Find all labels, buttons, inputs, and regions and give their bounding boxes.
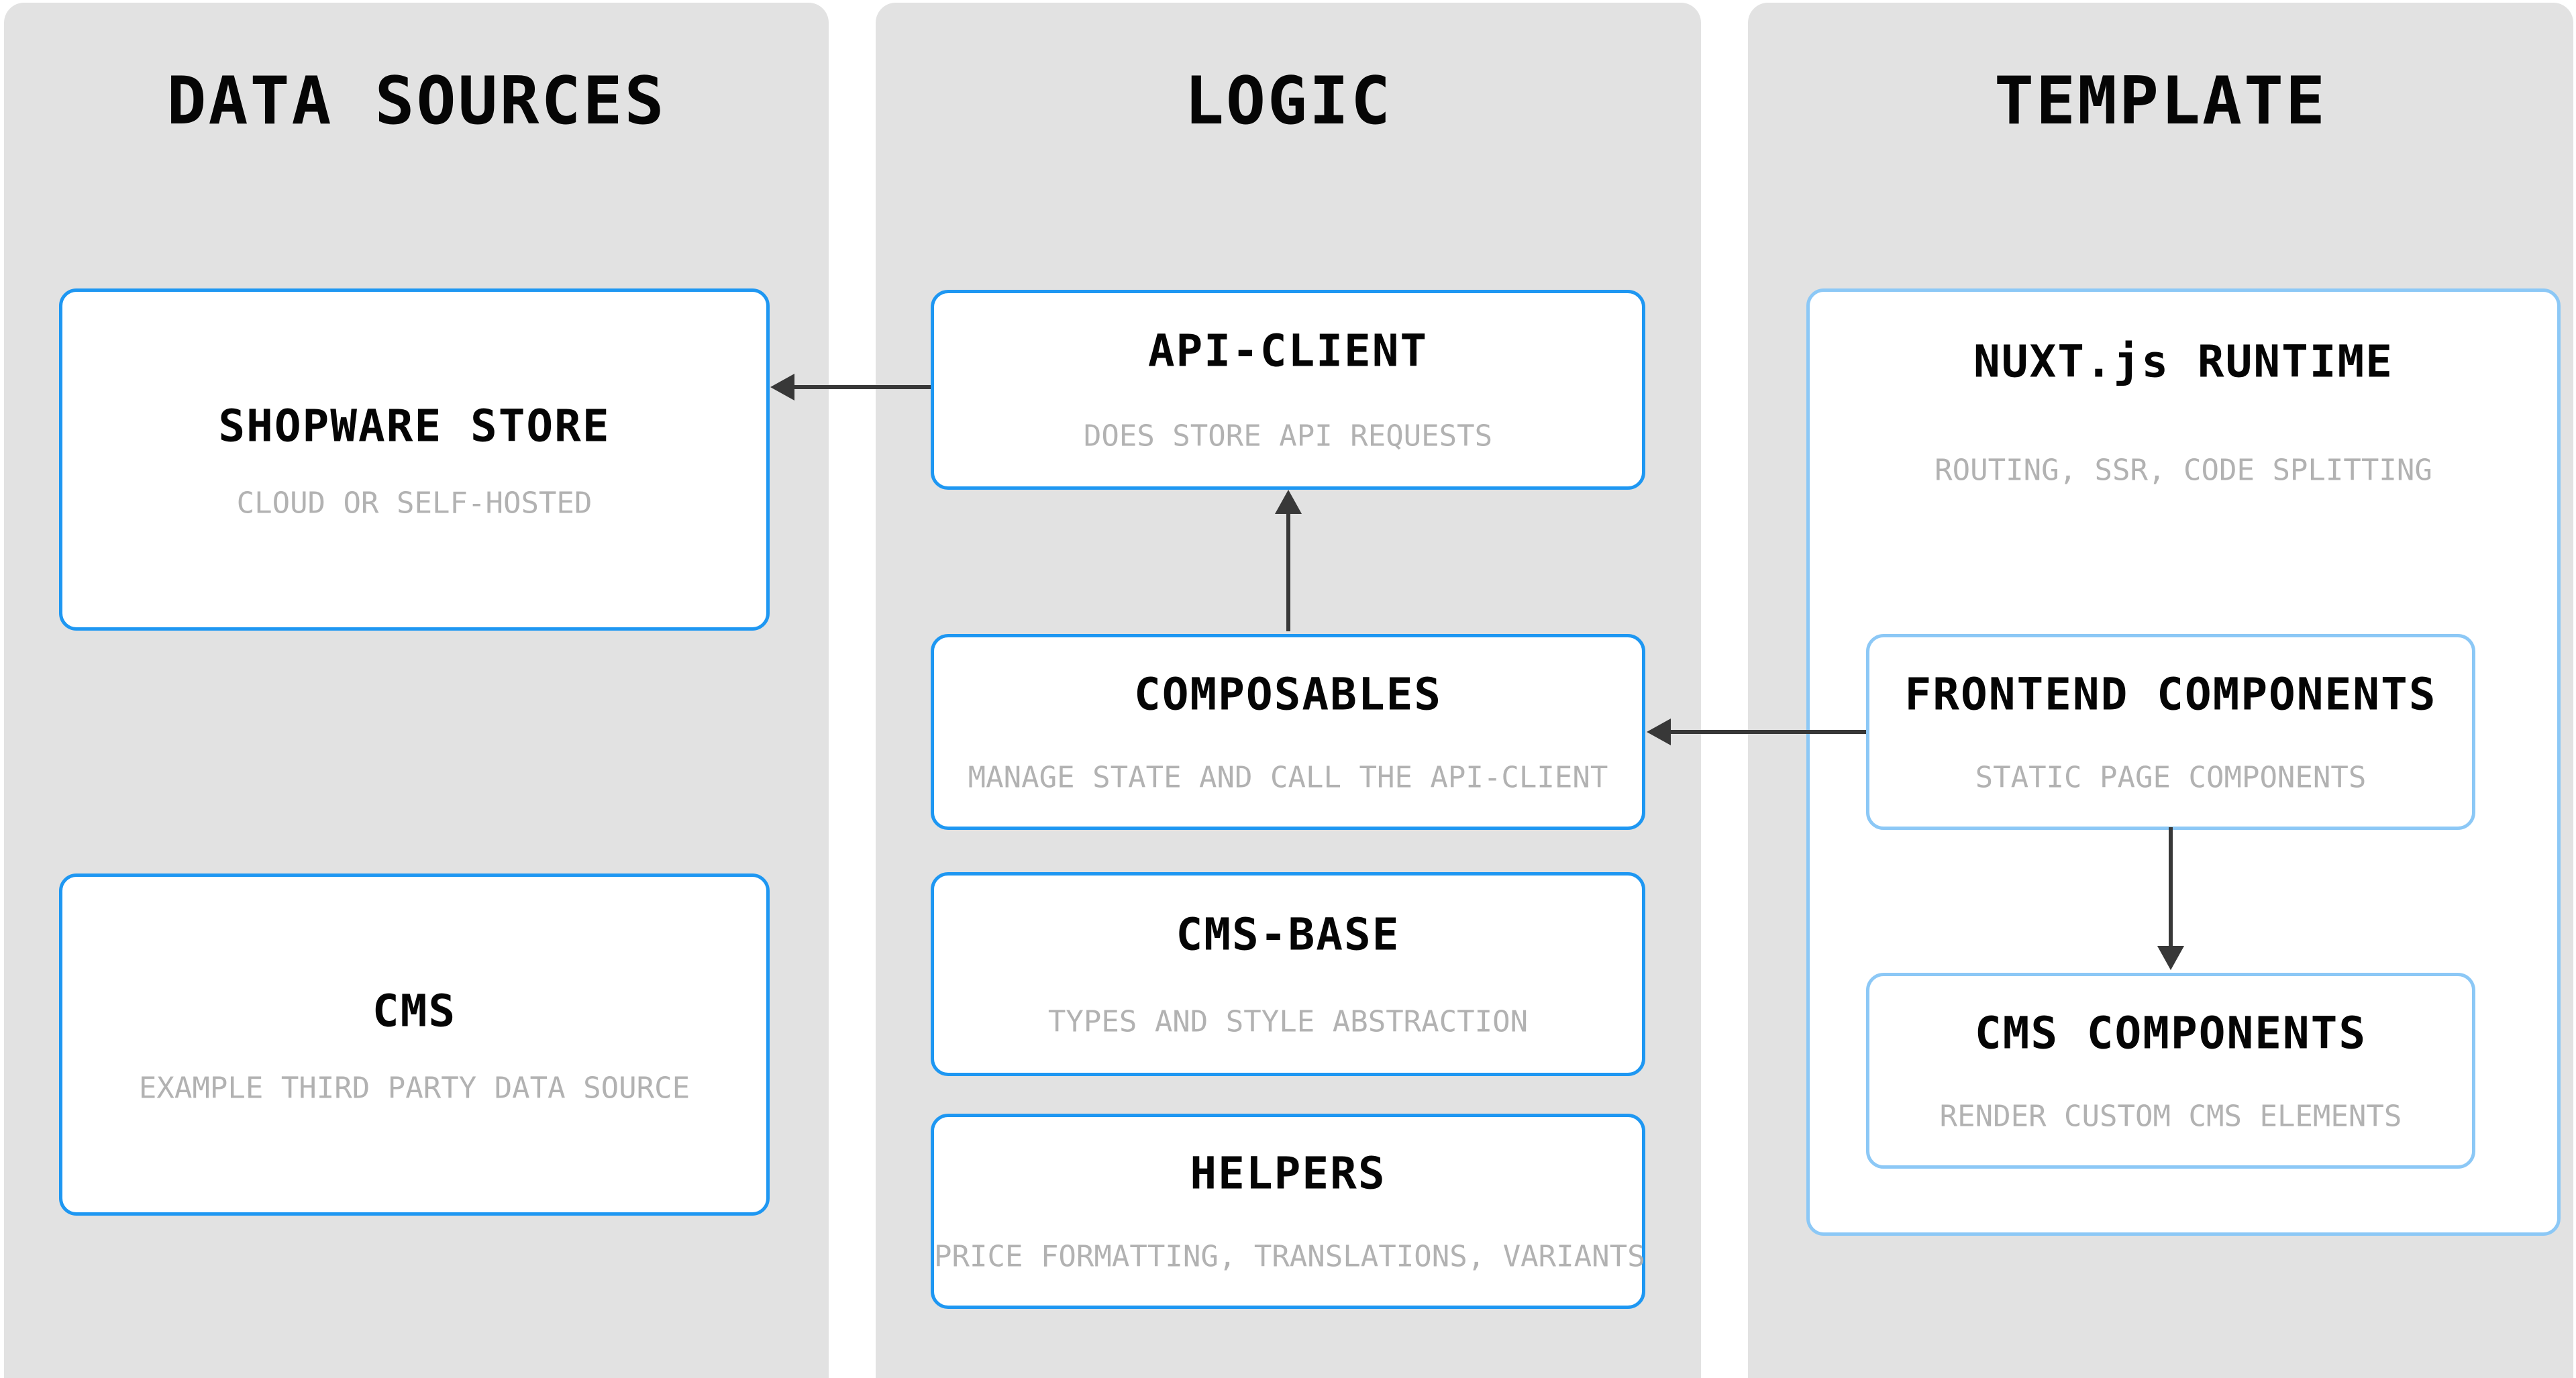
box-subtitle-frontend-components: STATIC PAGE COMPONENTS bbox=[1975, 760, 2367, 795]
arrowhead-left-icon bbox=[1647, 719, 1671, 745]
box-title-cms-base: CMS-BASE bbox=[1176, 908, 1400, 961]
column-data-sources: DATA SOURCES SHOPWARE STORE CLOUD OR SEL… bbox=[4, 3, 829, 1378]
box-shopware-store: SHOPWARE STORE CLOUD OR SELF-HOSTED bbox=[59, 288, 770, 631]
arrow-line bbox=[1286, 513, 1290, 631]
box-title-nuxt-runtime: NUXT.js RUNTIME bbox=[1973, 335, 2394, 388]
box-title-api-client: API-CLIENT bbox=[1147, 325, 1429, 377]
box-frontend-components: FRONTEND COMPONENTS STATIC PAGE COMPONEN… bbox=[1866, 634, 2475, 830]
arrow-line bbox=[2169, 827, 2173, 947]
box-title-cms-components: CMS COMPONENTS bbox=[1974, 1007, 2367, 1059]
arrow-line bbox=[1670, 730, 1866, 734]
box-subtitle-cms-components: RENDER CUSTOM CMS ELEMENTS bbox=[1939, 1099, 2402, 1134]
box-title-shopware-store: SHOPWARE STORE bbox=[218, 400, 611, 452]
box-title-frontend-components: FRONTEND COMPONENTS bbox=[1904, 668, 2437, 721]
arrowhead-left-icon bbox=[770, 374, 794, 401]
box-cms: CMS EXAMPLE THIRD PARTY DATA SOURCE bbox=[59, 873, 770, 1216]
box-subtitle-helpers: PRICE FORMATTING, TRANSLATIONS, VARIANTS bbox=[934, 1239, 1645, 1274]
column-template: TEMPLATE NUXT.js RUNTIME ROUTING, SSR, C… bbox=[1748, 3, 2573, 1378]
box-subtitle-nuxt-runtime: ROUTING, SSR, CODE SPLITTING bbox=[1935, 453, 2432, 488]
box-subtitle-composables: MANAGE STATE AND CALL THE API-CLIENT bbox=[968, 760, 1608, 795]
box-title-cms: CMS bbox=[372, 985, 457, 1037]
box-subtitle-cms-base: TYPES AND STYLE ABSTRACTION bbox=[1047, 1004, 1529, 1039]
box-composables: COMPOSABLES MANAGE STATE AND CALL THE AP… bbox=[931, 634, 1645, 830]
box-title-helpers: HELPERS bbox=[1190, 1147, 1386, 1200]
box-cms-components: CMS COMPONENTS RENDER CUSTOM CMS ELEMENT… bbox=[1866, 973, 2475, 1169]
column-logic: LOGIC API-CLIENT DOES STORE API REQUESTS… bbox=[876, 3, 1701, 1378]
box-cms-base: CMS-BASE TYPES AND STYLE ABSTRACTION bbox=[931, 872, 1645, 1076]
arrowhead-up-icon bbox=[1275, 490, 1302, 514]
arrow-line bbox=[794, 385, 931, 389]
box-api-client: API-CLIENT DOES STORE API REQUESTS bbox=[931, 290, 1645, 490]
box-subtitle-shopware-store: CLOUD OR SELF-HOSTED bbox=[236, 486, 593, 521]
column-heading-logic: LOGIC bbox=[1184, 63, 1392, 140]
box-subtitle-cms: EXAMPLE THIRD PARTY DATA SOURCE bbox=[138, 1071, 690, 1106]
column-heading-data-sources: DATA SOURCES bbox=[166, 63, 666, 140]
column-heading-template: TEMPLATE bbox=[1994, 63, 2327, 140]
box-subtitle-api-client: DOES STORE API REQUESTS bbox=[1083, 419, 1493, 454]
arrowhead-down-icon bbox=[2157, 946, 2184, 970]
box-helpers: HELPERS PRICE FORMATTING, TRANSLATIONS, … bbox=[931, 1114, 1645, 1309]
box-title-composables: COMPOSABLES bbox=[1133, 668, 1443, 721]
